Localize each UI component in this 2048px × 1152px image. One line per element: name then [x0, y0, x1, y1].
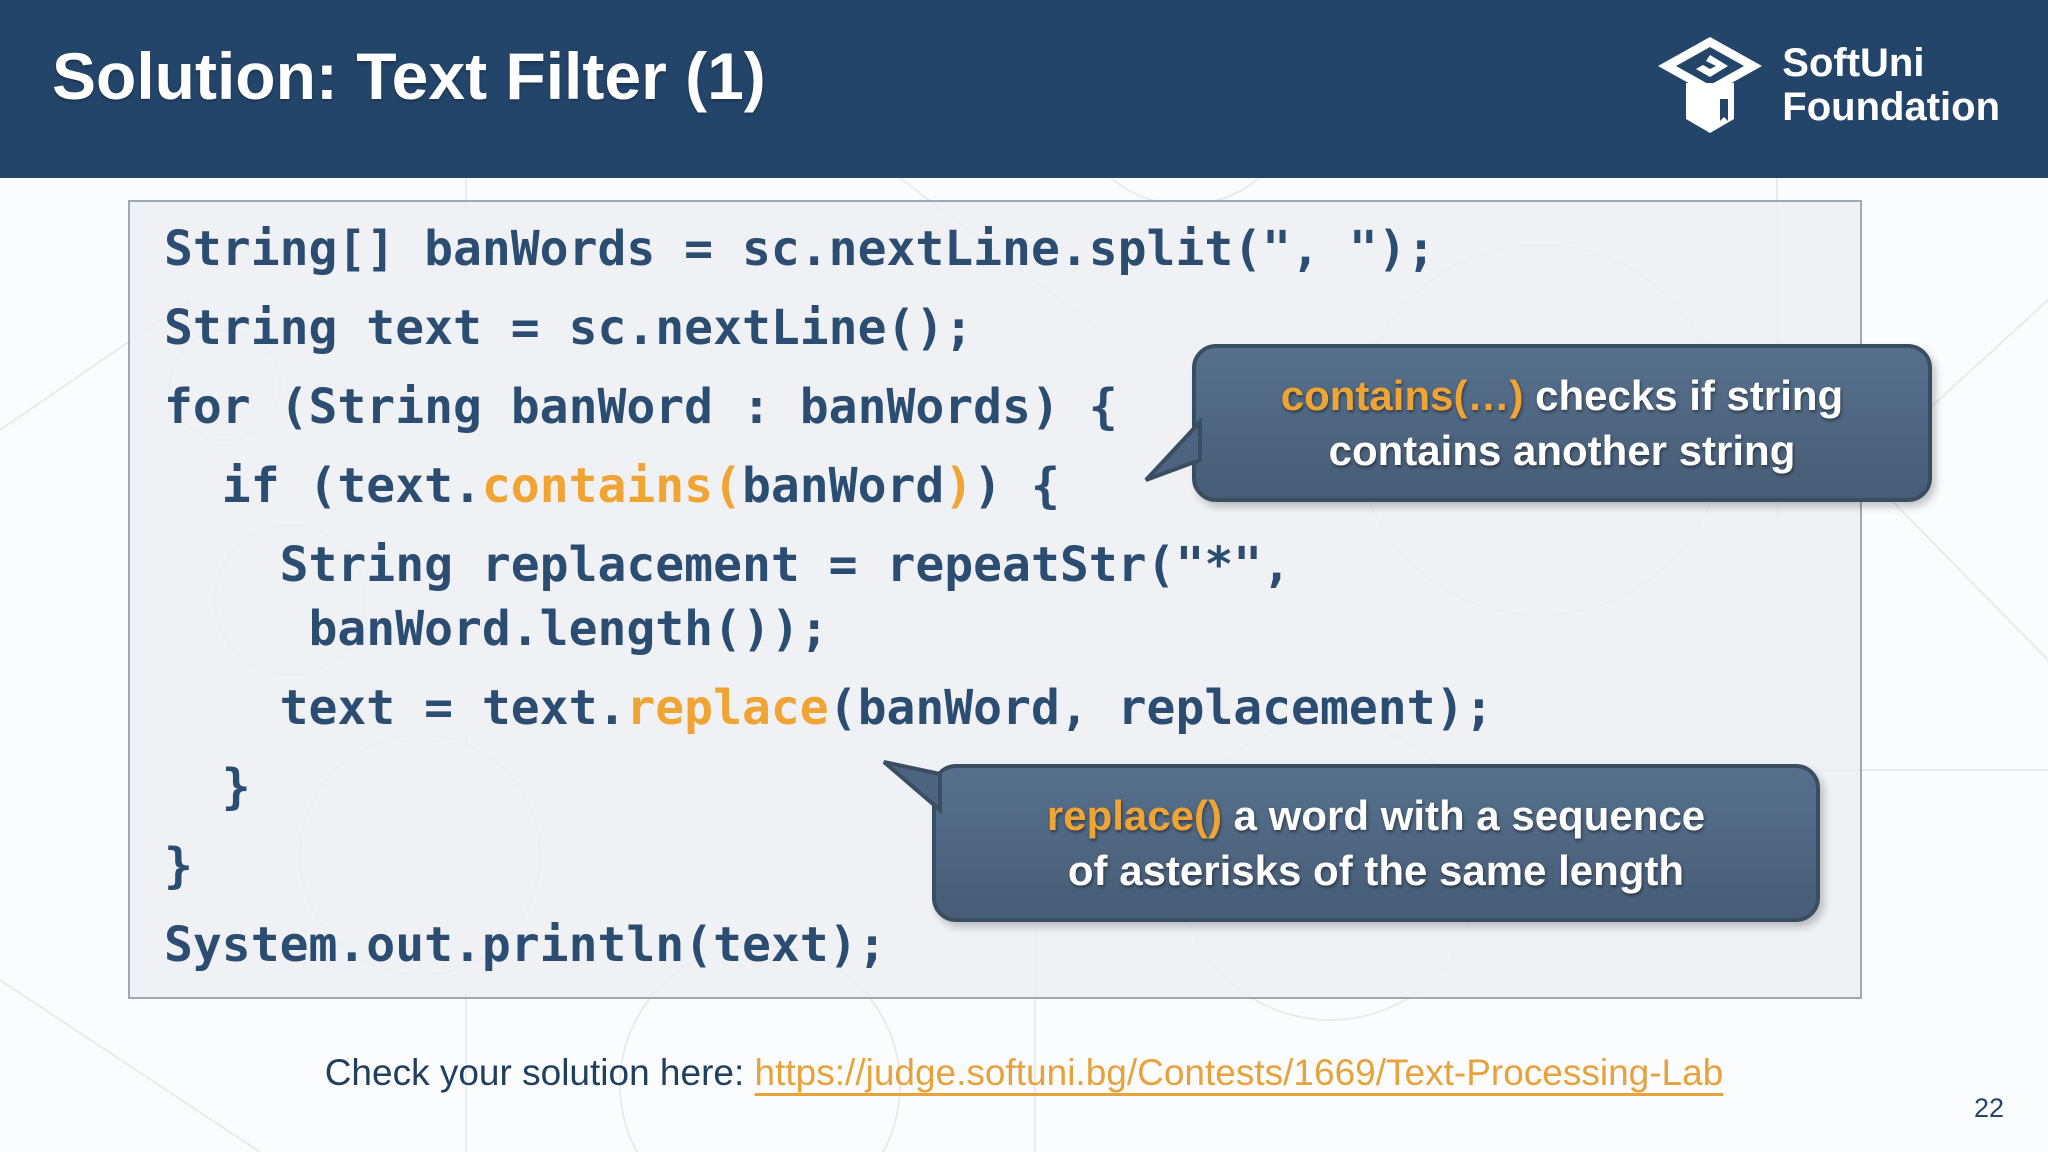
callout-line1: contains(…) checks if string [1280, 372, 1844, 419]
callout-contains: contains(…) checks if string contains an… [1144, 344, 1932, 502]
code-line: banWord.length()); [164, 601, 829, 657]
footer: Check your solution here: https://judge.… [0, 1052, 2048, 1094]
softuni-logo: SoftUni Foundation [1656, 22, 2000, 148]
code-line: } [164, 838, 193, 894]
code-line: for (String banWord : banWords) { [164, 379, 1118, 435]
logo-line2: Foundation [1782, 85, 2000, 129]
code-line: text = text.replace(banWord, replacement… [164, 680, 1494, 736]
page-number: 22 [1973, 1093, 2004, 1123]
callout-line2: contains another string [1328, 427, 1796, 474]
code-line: if (text.contains(banWord)) { [164, 458, 1060, 514]
callout-line2: of asterisks of the same length [1067, 847, 1685, 894]
logo-line1: SoftUni [1782, 41, 1925, 85]
slide-title: Solution: Text Filter (1) [52, 39, 766, 113]
judge-link[interactable]: https://judge.softuni.bg/Contests/1669/T… [754, 1052, 1724, 1093]
code-line: System.out.println(text); [164, 917, 887, 973]
code-line: String[] banWords = sc.nextLine.split(",… [164, 221, 1436, 277]
logo-text: SoftUni Foundation [1782, 41, 2000, 129]
callout-keyword: contains(…) [1280, 372, 1524, 419]
callout-replace: replace() a word with a sequence of aste… [882, 760, 1820, 922]
code-line: } [164, 759, 251, 815]
graduation-cap-icon [1656, 35, 1764, 135]
callout-line1: replace() a word with a sequence [1046, 792, 1706, 839]
code-line: String replacement = repeatStr("*", [164, 537, 1292, 593]
callout-tail-icon [882, 760, 942, 815]
code-line: String text = sc.nextLine(); [164, 300, 974, 356]
header-bar: Solution: Text Filter (1) SoftUni Founda… [0, 0, 2048, 178]
callout-keyword: replace() [1046, 792, 1222, 839]
callout-tail-icon [1144, 418, 1202, 482]
footer-prefix: Check your solution here: [324, 1052, 755, 1093]
